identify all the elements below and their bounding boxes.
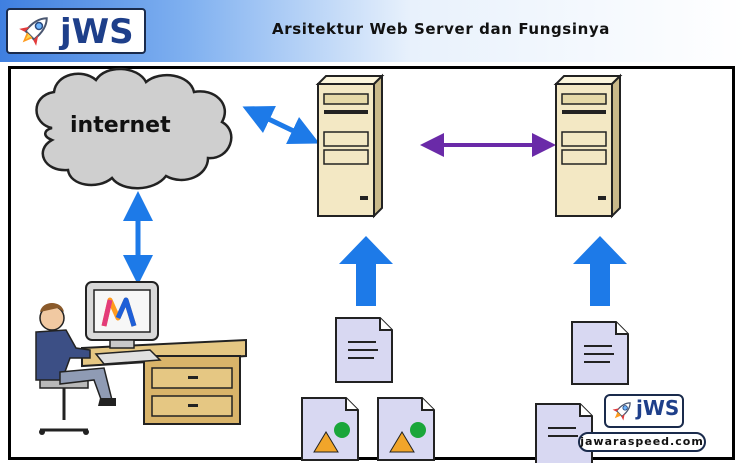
cloud-icon [35,67,233,190]
document-icon [571,321,629,385]
header-bar: jWS Arsitektur Web Server dan Fungsinya [0,0,747,62]
document-icon [335,317,393,383]
document-icon [535,403,593,463]
watermark: jWS jawaraspeed.com [576,392,708,454]
upload-arrow [573,236,627,306]
cloud-label: internet [70,113,171,138]
server-icon [315,73,385,219]
cloud-server-arrow [242,105,320,145]
page-title: Arsitektur Web Server dan Fungsinya [272,20,610,38]
user-at-computer-icon [35,281,247,435]
watermark-url: jawaraspeed.com [578,432,706,452]
upload-arrow [339,236,393,306]
rocket-icon [612,402,631,421]
watermark-logo: jWS [604,394,684,428]
logo-text: jWS [60,12,134,52]
brand-logo[interactable]: jWS [6,8,146,54]
image-file-icon [377,397,435,461]
watermark-logo-text: jWS [636,396,680,420]
image-file-icon [301,397,359,461]
server-icon [553,73,623,219]
rocket-icon [19,17,48,46]
